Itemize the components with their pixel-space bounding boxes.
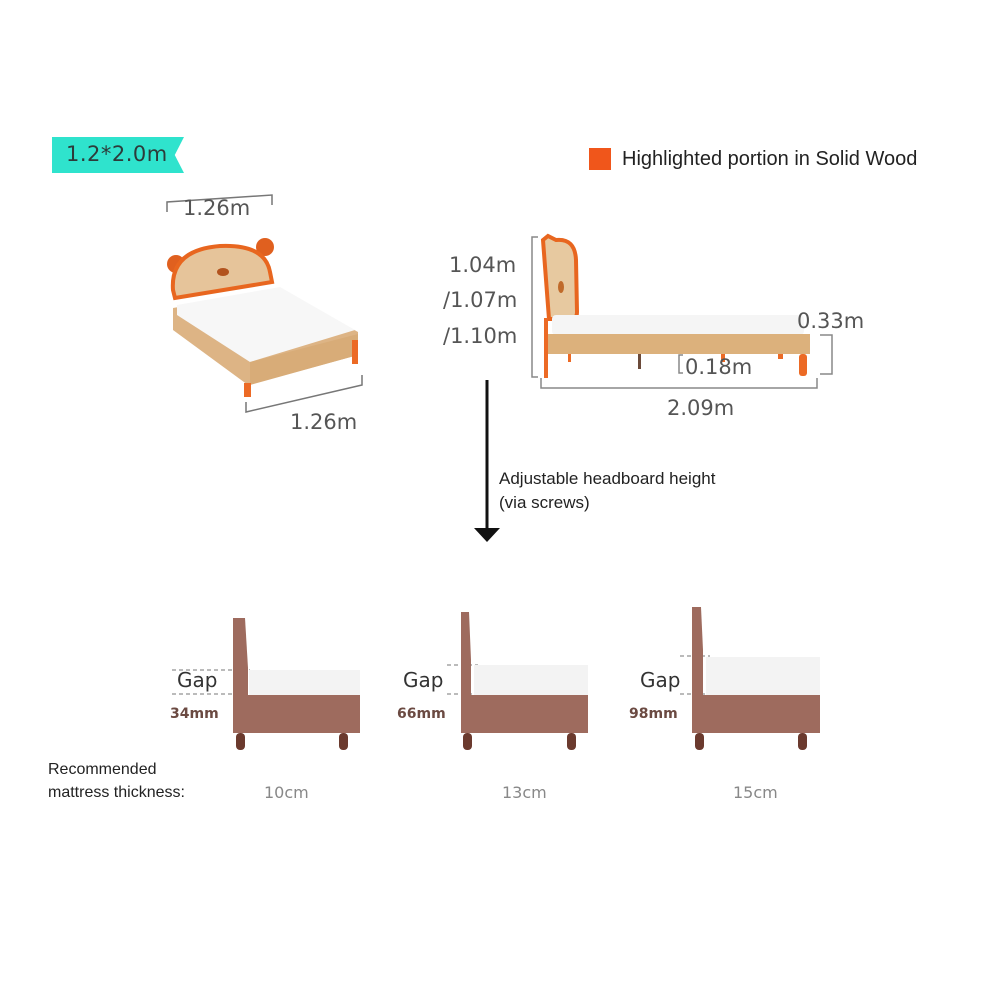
height-label-1: 1.04m <box>449 253 517 277</box>
gap-label-2: Gap <box>403 668 444 692</box>
size-badge-label: 1.2*2.0m <box>66 142 168 166</box>
front-width-top-label: 1.26m <box>183 196 251 220</box>
adjustment-arrow-icon <box>474 380 500 542</box>
gap-value-3: 98mm <box>629 706 678 722</box>
front-width-bottom-label: 1.26m <box>290 410 358 434</box>
recommended-line1: Recommended <box>48 761 157 778</box>
recommended-mattress-label: Recommended mattress thickness: <box>48 758 185 804</box>
frame-height-label: 0.33m <box>797 309 865 333</box>
adjustment-note-line1: Adjustable headboard height <box>499 469 716 488</box>
length-label: 2.09m <box>667 396 735 420</box>
recommended-line2: mattress thickness: <box>48 784 185 801</box>
gap-label-3: Gap <box>640 668 681 692</box>
solid-wood-legend-label: Highlighted portion in Solid Wood <box>622 148 918 170</box>
adjustment-note: Adjustable headboard height (via screws) <box>499 467 715 515</box>
gap-value-1: 34mm <box>170 706 219 722</box>
mattress-thickness-2: 13cm <box>502 783 547 802</box>
height-label-2: /1.07m <box>443 288 518 312</box>
mattress-thickness-1: 10cm <box>264 783 309 802</box>
solid-wood-legend-swatch <box>589 148 611 170</box>
front-bed-illustration <box>166 194 363 413</box>
size-badge: 1.2*2.0m <box>52 137 184 173</box>
config-bed-3 <box>680 607 820 750</box>
mattress-thickness-3: 15cm <box>733 783 778 802</box>
gap-value-2: 66mm <box>397 706 446 722</box>
config-bed-1 <box>172 618 360 750</box>
config-bed-2 <box>447 612 588 750</box>
clearance-label: 0.18m <box>685 355 753 379</box>
gap-label-1: Gap <box>177 668 218 692</box>
adjustment-note-line2: (via screws) <box>499 493 590 512</box>
height-label-3: /1.10m <box>443 324 518 348</box>
side-bed-illustration <box>531 233 833 389</box>
